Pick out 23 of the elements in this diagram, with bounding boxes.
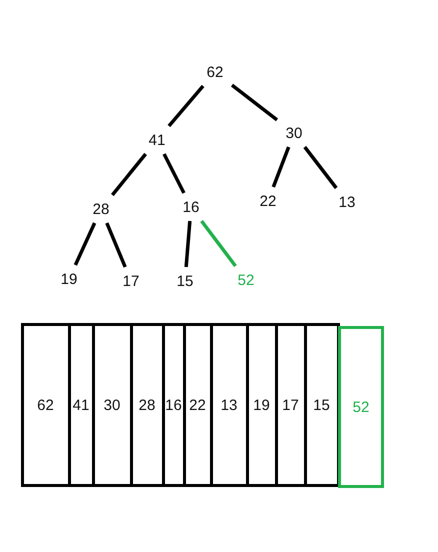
tree-edge <box>200 220 237 268</box>
tree-edge <box>162 153 186 194</box>
tree-node-value: 22 <box>254 190 282 212</box>
tree-node-value: 15 <box>171 270 199 292</box>
array-cell: 52 <box>338 326 384 488</box>
tree-node-value: 52 <box>232 269 260 291</box>
tree-edge <box>111 152 147 196</box>
tree-edge <box>272 146 290 188</box>
tree-edge <box>303 146 338 190</box>
array-cell: 62 <box>20 323 70 487</box>
tree-edge <box>230 84 278 122</box>
tree-node-value: 30 <box>280 122 308 144</box>
tree-node-value: 16 <box>177 196 205 218</box>
tree-node-value: 41 <box>143 129 171 151</box>
tree-node-value: 17 <box>117 270 145 292</box>
tree-node-value: 28 <box>87 198 115 220</box>
tree-edge <box>105 222 127 268</box>
tree-edge <box>168 84 204 128</box>
tree-node-value: 19 <box>55 268 83 290</box>
tree-edge <box>184 220 192 268</box>
tree-node-value: 62 <box>201 61 229 83</box>
tree-node-value: 13 <box>333 191 361 213</box>
tree-edge <box>74 222 96 266</box>
